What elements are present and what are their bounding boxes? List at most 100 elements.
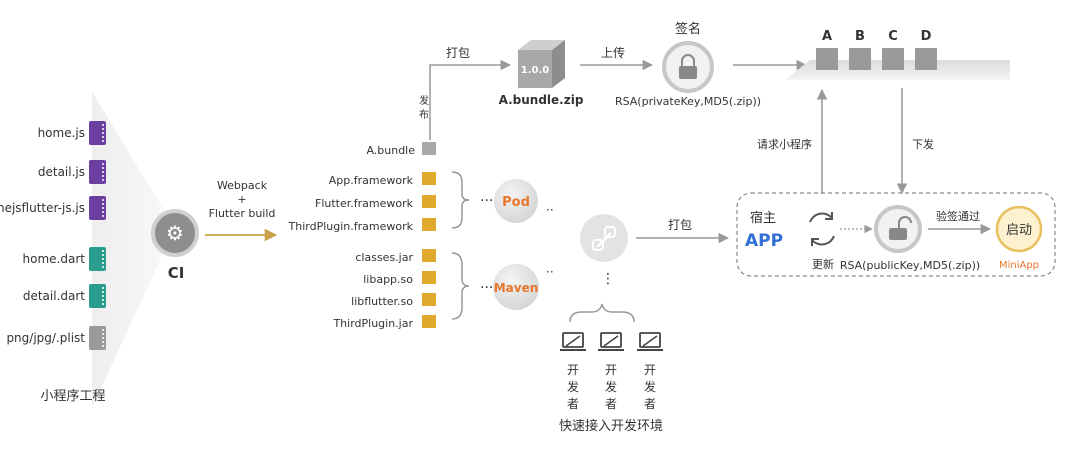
ci-gear-icon xyxy=(151,209,199,257)
ios-brace xyxy=(451,171,470,229)
cube-icon xyxy=(422,195,436,208)
upload-label: 上传 xyxy=(601,45,625,60)
file-list: home.js detail.js nejsflutter-js.js home… xyxy=(0,121,106,350)
ellipsis: ⋮ xyxy=(601,271,615,287)
file-icon xyxy=(89,196,106,220)
file-icon xyxy=(89,247,106,271)
file-icon xyxy=(89,326,106,350)
server-cube-icon xyxy=(882,48,904,70)
host-title: 宿主 xyxy=(750,210,776,226)
pack-label: 打包 xyxy=(446,46,470,60)
pod-disc xyxy=(494,179,538,223)
laptop-icon xyxy=(639,332,661,348)
android-brace xyxy=(451,252,470,320)
cube-icon xyxy=(422,293,436,306)
publish-label-b: 布 xyxy=(419,109,429,121)
dev-brace xyxy=(569,303,635,323)
pod-label: Pod xyxy=(502,195,530,210)
launch-label: 启动 xyxy=(1006,223,1032,238)
server-label: D xyxy=(921,29,932,44)
cube-icon xyxy=(422,218,436,231)
artifact-label: classes.jar xyxy=(355,251,413,264)
dev-char: 开 xyxy=(567,363,579,377)
update-label: 更新 xyxy=(812,257,834,271)
project-title: 小程序工程 xyxy=(40,389,105,404)
server-cube-icon xyxy=(816,48,838,70)
project-funnel xyxy=(92,92,175,408)
laptop-icons xyxy=(560,332,663,351)
dev-pack-label: 打包 xyxy=(668,218,692,232)
launch-disc xyxy=(995,205,1043,253)
file-icon xyxy=(89,160,106,184)
server-cubes xyxy=(816,48,937,70)
dev-char: 者 xyxy=(605,397,617,411)
verify-pass-label: 验签通过 xyxy=(936,209,980,223)
version-label: 1.0.0 xyxy=(521,65,550,76)
dev-char: 发 xyxy=(644,379,656,394)
dev-char: 发 xyxy=(567,379,579,394)
laptop-icon xyxy=(562,332,584,348)
server-label: A xyxy=(822,29,832,44)
server-label: B xyxy=(855,29,865,44)
file-icon xyxy=(89,284,106,308)
cube-icon xyxy=(422,271,436,284)
ellipsis: ··· xyxy=(480,193,493,209)
build-step-1: Webpack xyxy=(217,179,268,192)
file-label: nejsflutter-js.js xyxy=(0,201,85,215)
artifact-label: ThirdPlugin.jar xyxy=(332,317,413,330)
lock-icon xyxy=(679,54,697,79)
artifact-label: libapp.so xyxy=(363,273,413,286)
dev-char: 者 xyxy=(644,397,656,411)
artifact-list: A.bundle App.framework Flutter.framework… xyxy=(288,142,436,330)
file-label: detail.js xyxy=(38,165,85,179)
verify-formula: RSA(publicKey,MD5(.zip)) xyxy=(840,259,980,272)
maven-label: Maven xyxy=(494,281,539,295)
link-icon xyxy=(592,226,616,251)
publish-arrow xyxy=(429,59,512,140)
miniapp-label: MiniApp xyxy=(999,260,1039,271)
ci-label: CI xyxy=(168,264,185,282)
dev-char: 发 xyxy=(605,379,617,394)
zip-label: A.bundle.zip xyxy=(499,93,584,107)
zip-cube-icon xyxy=(518,40,565,88)
cube-icon xyxy=(422,249,436,262)
cube-icon xyxy=(422,315,436,328)
bundle-cube-icon xyxy=(422,142,436,155)
dev-char: 开 xyxy=(605,363,617,377)
host-app-box xyxy=(736,192,1056,277)
server-cube-icon xyxy=(915,48,937,70)
server-cube-icon xyxy=(849,48,871,70)
dev-hub-disc xyxy=(580,214,628,262)
sign-formula: RSA(privateKey,MD5(.zip)) xyxy=(615,95,761,108)
request-label: 请求小程序 xyxy=(757,137,812,151)
refresh-icon xyxy=(809,212,835,246)
maven-disc xyxy=(493,264,539,310)
build-step-3: Flutter build xyxy=(209,207,276,220)
sign-title: 签名 xyxy=(675,21,701,37)
ellipsis: ··· xyxy=(480,280,493,296)
file-label: home.dart xyxy=(23,252,86,266)
cube-icon xyxy=(422,172,436,185)
dev-caption: 快速接入开发环境 xyxy=(559,418,663,434)
laptop-icon xyxy=(600,332,622,348)
server-label: C xyxy=(888,29,898,44)
file-label: detail.dart xyxy=(23,289,85,303)
ellipsis: ·· xyxy=(546,203,554,217)
artifact-label: App.framework xyxy=(329,174,414,187)
publish-label-a: 发 xyxy=(419,94,429,107)
ellipsis: ·· xyxy=(546,265,554,279)
dev-char: 开 xyxy=(644,363,656,377)
bundle-label: A.bundle xyxy=(366,144,415,157)
gear-icon: ⚙ xyxy=(166,221,184,245)
host-app-label: APP xyxy=(745,231,783,251)
artifact-label: ThirdPlugin.framework xyxy=(288,220,414,233)
deliver-label: 下发 xyxy=(912,137,934,151)
dev-char: 者 xyxy=(567,397,579,411)
artifact-label: Flutter.framework xyxy=(315,197,414,210)
build-step-2: + xyxy=(237,193,246,206)
developer-labels: 开 发 者 开 发 者 开 发 者 xyxy=(567,363,656,411)
file-icon xyxy=(89,121,106,145)
file-label: png/jpg/.plist xyxy=(6,331,85,345)
file-label: home.js xyxy=(38,126,85,140)
